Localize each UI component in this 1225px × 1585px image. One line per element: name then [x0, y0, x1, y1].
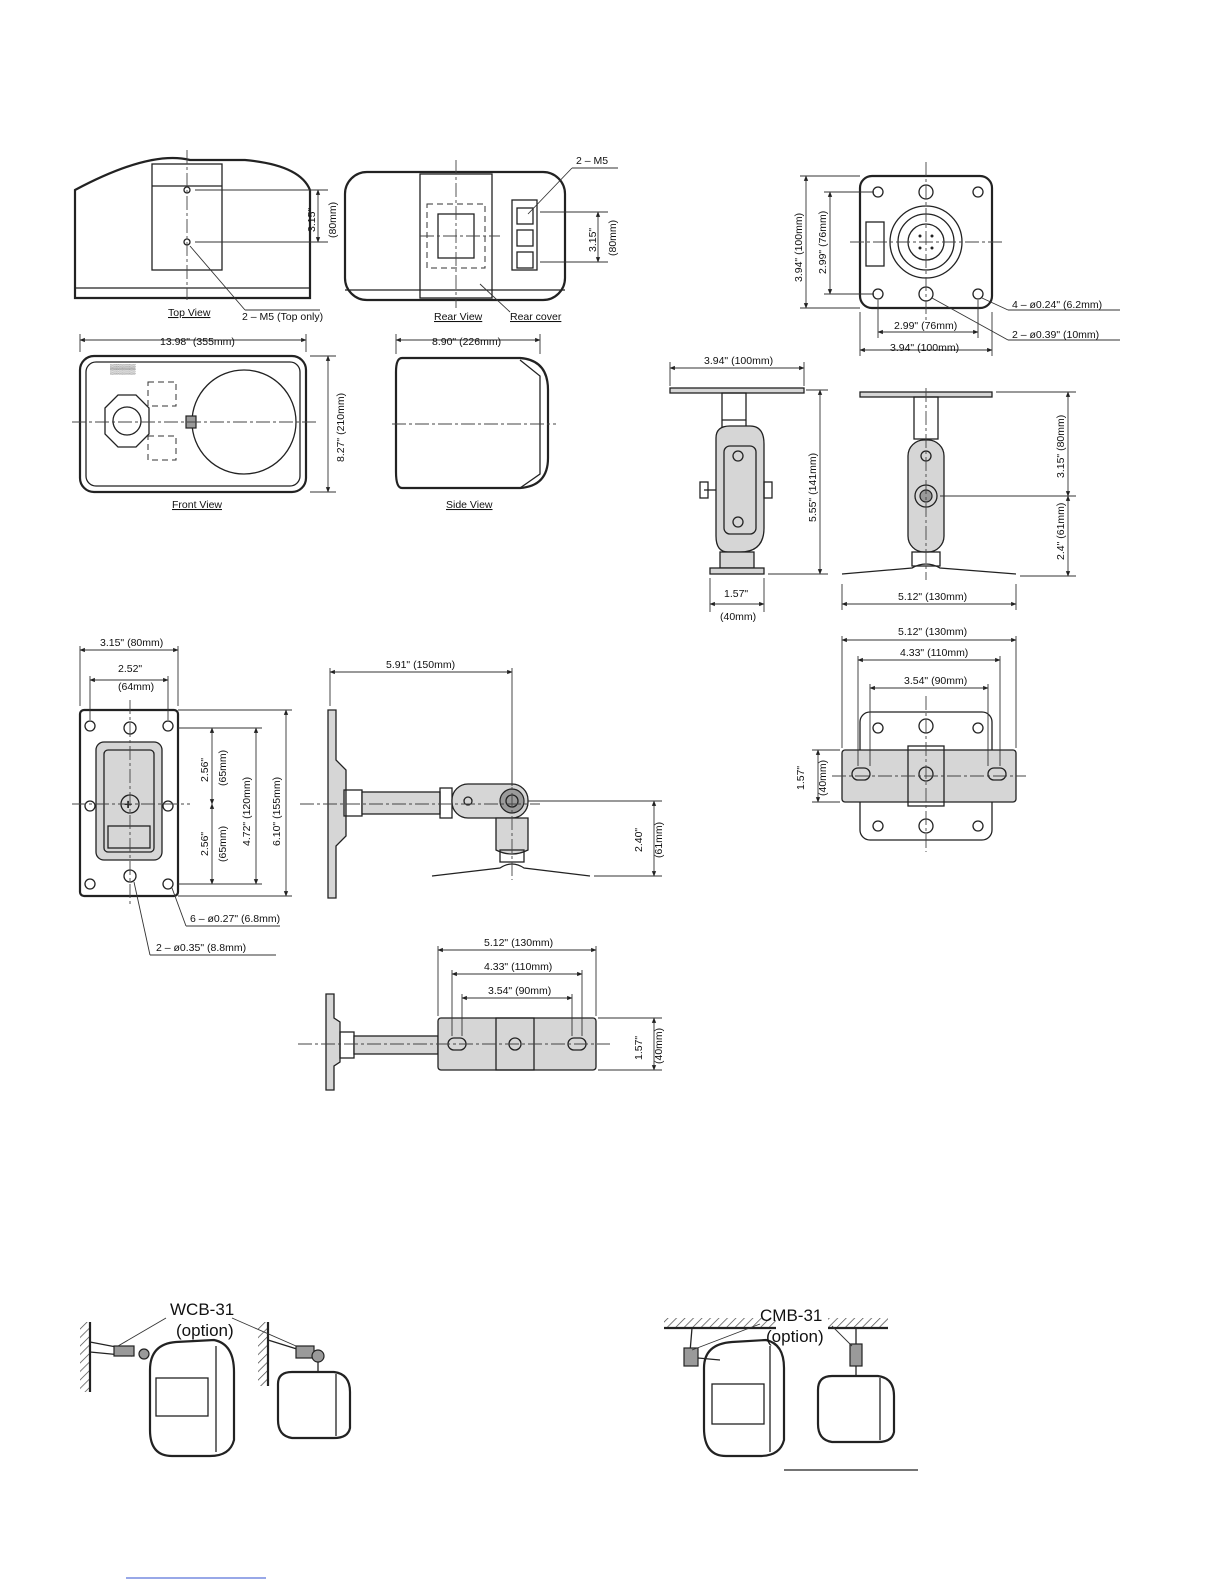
wall-plan-width-3: 3.54" (90mm): [488, 985, 551, 997]
plate-hole-pitch-v: 2.99" (76mm): [817, 211, 829, 274]
wall-bracket-plate: +: [72, 646, 292, 956]
plate-height-dim: 3.94" (100mm): [793, 213, 805, 282]
ceiling-upper-height-dim: 3.15" (80mm): [1055, 415, 1067, 478]
rear-view-m5-callout: 2 – M5: [576, 155, 608, 167]
side-view-depth-dim: 8.90" (226mm): [432, 336, 501, 348]
plate-small-holes-callout: 4 – ø0.24" (6.2mm): [1012, 299, 1102, 311]
ceiling-bracket-front-view: [841, 388, 1076, 610]
ceiling-foot-width-dim: 5.12" (130mm): [898, 591, 967, 603]
ceiling-installation-illustration: [664, 1318, 918, 1471]
wcb31-option: (option): [176, 1321, 234, 1340]
wall-plan-width-1: 5.12" (130mm): [484, 937, 553, 949]
rear-view-dim-mm: (80mm): [607, 220, 619, 256]
wall-drop-dim: 2.40": [633, 828, 645, 852]
ceiling-bottom-width-2: 4.33" (110mm): [900, 647, 968, 659]
svg-text:▒▒▒▒: ▒▒▒▒: [110, 364, 136, 375]
speaker-top-view: [73, 150, 328, 311]
wall-pitch-a-mm: (65mm): [217, 750, 229, 786]
ceiling-bracket-bottom-view: [812, 636, 1026, 852]
ceiling-bottom-height-dim: 1.57": [795, 766, 807, 790]
speaker-side-view: [392, 334, 556, 490]
top-view-height-dim: 3.15": [306, 208, 318, 232]
ceiling-top-width-dim: 3.94" (100mm): [704, 355, 773, 367]
front-view-height-dim: 8.27" (210mm): [335, 393, 347, 462]
ceiling-bottom-height-mm: (40mm): [817, 760, 829, 796]
wall-pitch-a: 2.56": [199, 758, 211, 782]
ceiling-lower-height-dim: 2.4" (61mm): [1055, 503, 1067, 560]
rear-cover-callout: Rear cover: [510, 311, 562, 323]
wall-plan-height-dim: 1.57": [633, 1036, 645, 1060]
top-view-caption: Top View: [168, 307, 211, 319]
ceiling-bracket-plate: [800, 162, 1120, 356]
ceiling-bottom-width-1: 5.12" (130mm): [898, 626, 967, 638]
plate-large-holes-callout: 2 – ø0.39" (10mm): [1012, 329, 1099, 341]
front-view-caption: Front View: [172, 499, 222, 511]
wall-pitch-b: 2.56": [199, 832, 211, 856]
wall-mid-dim: 4.72" (120mm): [241, 777, 253, 846]
ceiling-base-width-dim: 1.57": [724, 588, 748, 600]
wall-total-dim: 6.10" (155mm): [271, 777, 283, 846]
wall-bracket-side-view: [300, 668, 662, 899]
wall-pitch-b-mm: (65mm): [217, 826, 229, 862]
wall-plan-height-mm: (40mm): [653, 1028, 665, 1064]
wall-plate-width-dim: 3.15" (80mm): [100, 637, 163, 649]
wall-plate-inner-width: 2.52": [118, 663, 142, 675]
rear-view-caption: Rear View: [434, 311, 483, 323]
ceiling-base-width-mm: (40mm): [720, 611, 756, 623]
wall-installation-illustration: [80, 1317, 352, 1458]
speaker-rear-view: [343, 160, 618, 313]
plate-hole-pitch-h: 2.99" (76mm): [894, 320, 957, 332]
speaker-front-view: ▒▒▒▒: [72, 334, 336, 494]
wall-plan-width-2: 4.33" (110mm): [484, 961, 552, 973]
wall-holes6-callout: 6 – ø0.27" (6.8mm): [190, 913, 280, 925]
wall-drop-dim-mm: (61mm): [653, 822, 665, 858]
wall-plate-inner-width-mm: (64mm): [118, 681, 154, 693]
wcb31-label: WCB-31: [170, 1300, 234, 1319]
side-view-caption: Side View: [446, 499, 493, 511]
ceiling-bracket-side-view: [669, 362, 828, 612]
front-view-width-dim: 13.98" (355mm): [160, 336, 235, 348]
wall-holes2-callout: 2 – ø0.35" (8.8mm): [156, 942, 246, 954]
plate-width-dim: 3.94" (100mm): [890, 342, 959, 354]
ceiling-bottom-width-3: 3.54" (90mm): [904, 675, 967, 687]
wall-arm-length-dim: 5.91" (150mm): [386, 659, 455, 671]
wall-bracket-plan-view: [298, 946, 662, 1091]
cmb31-option: (option): [766, 1327, 824, 1346]
cmb31-label: CMB-31: [760, 1306, 822, 1325]
top-view-height-dim-mm: (80mm): [327, 202, 339, 238]
top-view-m5-callout: 2 – M5 (Top only): [242, 311, 323, 323]
ceiling-total-height-dim: 5.55" (141mm): [807, 453, 819, 522]
rear-view-dim: 3.15": [587, 228, 599, 252]
